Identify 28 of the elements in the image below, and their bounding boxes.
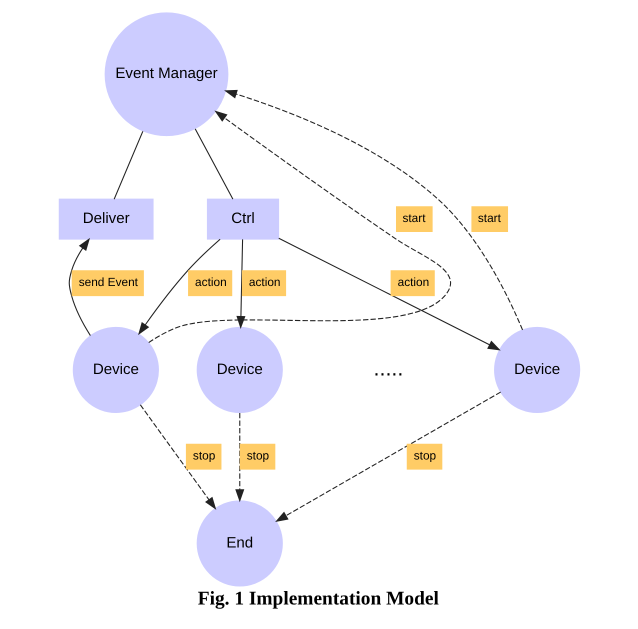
edge-label: action xyxy=(397,275,429,290)
connector xyxy=(113,131,143,200)
arrow xyxy=(138,238,220,336)
node-circle: Device xyxy=(72,326,158,414)
arrow xyxy=(224,90,523,330)
arrow xyxy=(68,238,90,336)
arrow xyxy=(278,238,500,350)
node-box: Ctrl xyxy=(206,198,279,240)
arrow xyxy=(274,392,500,522)
edge-label: start xyxy=(477,211,500,226)
caption: Fig. 1 Implementation Model xyxy=(197,588,438,610)
arrow xyxy=(234,412,244,502)
edge-label: stop xyxy=(192,448,215,463)
arrow xyxy=(148,110,450,343)
node-circle: Device xyxy=(494,326,580,414)
edge-label: send Event xyxy=(78,275,138,290)
edge-label: start xyxy=(402,211,426,226)
connector xyxy=(194,128,233,200)
edge-label: stop xyxy=(246,448,269,463)
label: ..... xyxy=(372,356,403,380)
edge-label: action xyxy=(248,275,280,290)
node-circle: End xyxy=(196,500,282,586)
node-box: Deliver xyxy=(58,198,154,240)
node-circle: Device xyxy=(196,326,282,414)
arrow xyxy=(236,239,245,329)
arrow xyxy=(139,404,216,510)
edge-label: stop xyxy=(413,448,436,463)
edge-label: action xyxy=(194,275,226,290)
